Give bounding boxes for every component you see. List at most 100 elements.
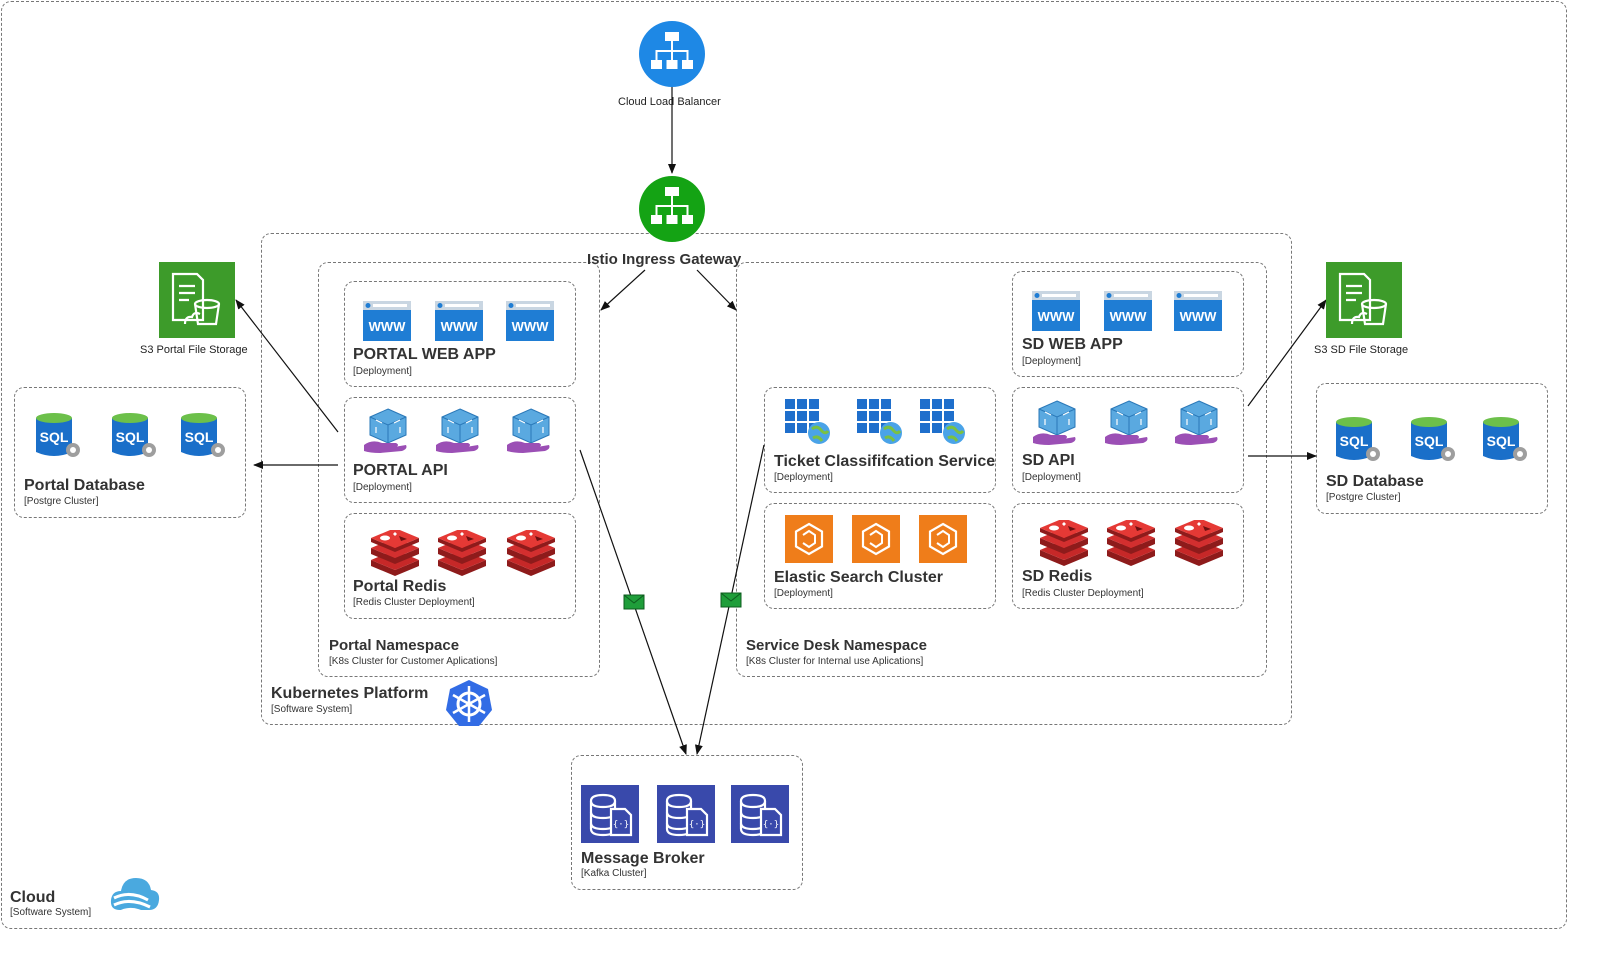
portal-db-subtitle: [Postgre Cluster] [24, 496, 99, 507]
elasticsearch-icon [785, 515, 833, 568]
portal-api-to-s3-arrow [235, 299, 339, 433]
sd-web-subtitle: [Deployment] [1022, 356, 1081, 367]
message-envelope-icon [623, 594, 645, 610]
portal-ns-title: Portal Namespace [329, 637, 460, 654]
sd-db-subtitle: [Postgre Cluster] [1326, 492, 1401, 503]
svg-text:WWW: WWW [512, 319, 550, 334]
portal-redis-title: Portal Redis [353, 578, 447, 595]
www-browser-icon: WWW [362, 300, 412, 347]
ticket-title: Ticket Classififcation Service [774, 453, 996, 470]
sql-database-icon: SQL [1333, 414, 1383, 471]
redis-icon [436, 528, 488, 581]
elastic-subtitle: [Deployment] [774, 588, 833, 599]
container-deploy-icon [362, 405, 412, 460]
container-deploy-icon [434, 405, 484, 460]
svg-text:SQL: SQL [1415, 433, 1444, 449]
sd-redis-title: SD Redis [1022, 568, 1093, 585]
svg-text:WWW: WWW [1180, 309, 1218, 324]
elasticsearch-icon [919, 515, 967, 568]
svg-text:WWW: WWW [441, 319, 479, 334]
web-service-grid-icon [855, 397, 905, 452]
svg-text:SQL: SQL [1340, 433, 1369, 449]
web-service-grid-icon [783, 397, 833, 452]
svg-text:SQL: SQL [185, 429, 214, 445]
kubernetes-platform-boundary [261, 233, 1292, 725]
message-broker-box[interactable] [571, 755, 803, 890]
k8s-subtitle: [Software System] [271, 704, 353, 715]
sd-web-app-box[interactable] [1012, 271, 1244, 377]
sql-database-icon: SQL [1408, 414, 1458, 471]
container-deploy-icon [1103, 397, 1153, 452]
sd-api-title: SD API [1022, 452, 1075, 469]
sd-ns-title: Service Desk Namespace [746, 637, 927, 654]
s3-bucket-icon [159, 262, 235, 338]
svg-text:WWW: WWW [1038, 309, 1076, 324]
s3-bucket-icon [1326, 262, 1402, 338]
elastic-title: Elastic Search Cluster [774, 569, 943, 586]
gateway-label: Istio Ingress Gateway [587, 251, 742, 268]
portal-web-subtitle: [Deployment] [353, 366, 412, 377]
portal-api-title: PORTAL API [353, 462, 448, 479]
portal-api-box[interactable] [344, 397, 576, 503]
k8s-title: Kubernetes Platform [271, 685, 429, 702]
broker-title: Message Broker [581, 850, 705, 867]
s3-portal-label: S3 Portal File Storage [140, 344, 248, 356]
sd-db-title: SD Database [1326, 473, 1424, 490]
www-browser-icon: WWW [434, 300, 484, 347]
container-deploy-icon [1031, 397, 1081, 452]
svg-text:{·}: {·} [613, 820, 629, 830]
container-deploy-icon [505, 405, 555, 460]
svg-text:{·}: {·} [689, 820, 705, 830]
portal-namespace-boundary [318, 262, 600, 677]
sd-redis-box[interactable] [1012, 503, 1244, 609]
www-browser-icon: WWW [1103, 290, 1153, 337]
sql-database-icon: SQL [178, 410, 228, 467]
sd-api-box[interactable] [1012, 387, 1244, 493]
sql-database-icon: SQL [109, 410, 159, 467]
redis-icon [1173, 518, 1225, 571]
load-balancer-label: Cloud Load Balancer [618, 96, 721, 108]
sd-redis-subtitle: [Redis Cluster Deployment] [1022, 588, 1144, 599]
broker-subtitle: [Kafka Cluster] [581, 868, 647, 879]
redis-icon [505, 528, 557, 581]
cloud-subtitle: [Software System] [10, 907, 92, 918]
event-hub-icon: {·} [657, 785, 715, 848]
ticket-service-box[interactable] [764, 387, 996, 493]
portal-ns-subtitle: [K8s Cluster for Customer Aplications] [329, 656, 498, 667]
cloud-icon [110, 878, 160, 916]
sd-database-box[interactable] [1316, 383, 1548, 514]
s3-sd-label: S3 SD File Storage [1314, 344, 1409, 356]
container-deploy-icon [1173, 397, 1223, 452]
svg-text:SQL: SQL [40, 429, 69, 445]
redis-icon [1038, 518, 1090, 571]
gateway-to-portal-arrow [600, 269, 646, 311]
cloud-boundary [1, 1, 1567, 929]
svg-text:WWW: WWW [1110, 309, 1148, 324]
svg-text:{·}: {·} [763, 820, 779, 830]
gateway-to-sd-arrow [696, 269, 737, 311]
svg-text:SQL: SQL [1487, 433, 1516, 449]
sd-web-title: SD WEB APP [1022, 336, 1123, 353]
portal-api-subtitle: [Deployment] [353, 482, 412, 493]
portal-redis-box[interactable] [344, 513, 576, 619]
sql-database-icon: SQL [1480, 414, 1530, 471]
message-envelope-icon [720, 592, 742, 608]
kubernetes-icon [446, 680, 492, 726]
web-service-grid-icon [918, 397, 968, 452]
event-hub-icon: {·} [581, 785, 639, 848]
elastic-search-box[interactable] [764, 503, 996, 609]
sd-ns-subtitle: [K8s Cluster for Internal use Aplication… [746, 656, 924, 667]
sd-api-subtitle: [Deployment] [1022, 472, 1081, 483]
redis-icon [1105, 518, 1157, 571]
portal-web-app-box[interactable] [344, 281, 576, 387]
ticket-subtitle: [Deployment] [774, 472, 833, 483]
www-browser-icon: WWW [1173, 290, 1223, 337]
svg-text:SQL: SQL [116, 429, 145, 445]
portal-db-title: Portal Database [24, 477, 145, 494]
portal-database-box[interactable] [14, 387, 246, 518]
load-balancer-icon [639, 21, 705, 87]
cloud-title: Cloud [10, 889, 56, 906]
event-hub-icon: {·} [731, 785, 789, 848]
sd-namespace-boundary [736, 262, 1267, 677]
